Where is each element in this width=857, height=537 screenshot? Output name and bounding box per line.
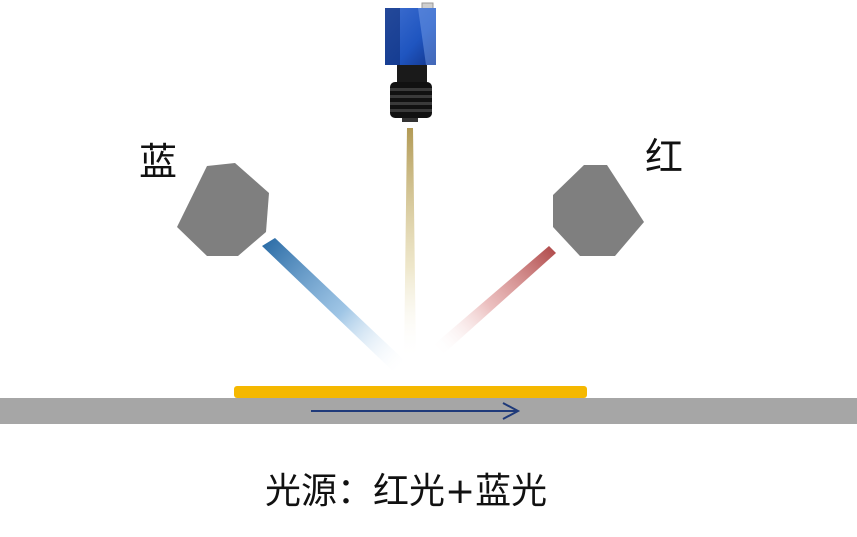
red-light-source-icon: [553, 165, 644, 256]
camera-icon: [385, 2, 436, 122]
light-source-caption: 光源：红光+蓝光: [265, 471, 548, 512]
red-light-label: 红: [645, 135, 684, 179]
blue-light-beam: [262, 238, 404, 376]
camera-view-beam: [404, 128, 416, 360]
arrow-right-icon: [311, 402, 521, 420]
red-light-beam: [430, 246, 556, 356]
blue-light-source-icon: [177, 163, 269, 256]
blue-light-label: 蓝: [139, 140, 178, 184]
sample-strip: [234, 386, 587, 398]
